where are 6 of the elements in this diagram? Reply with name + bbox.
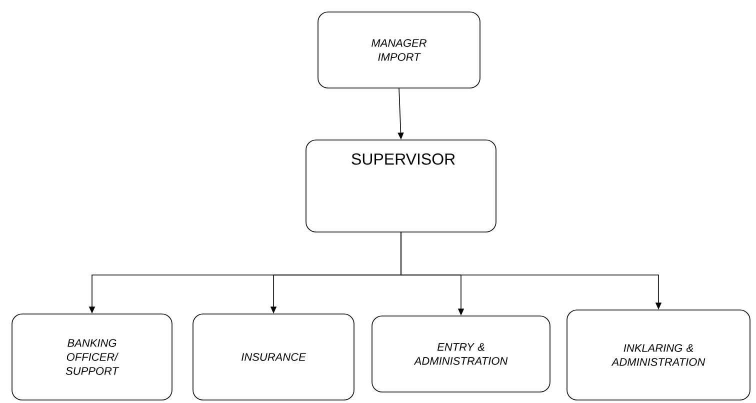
org-box: BANKING OFFICER/ SUPPORT	[12, 314, 172, 400]
org-box: MANAGER IMPORT	[318, 12, 480, 88]
org-box: INSURANCE	[192, 314, 354, 400]
org-box: INKLARING & ADMINISTRATION	[566, 310, 750, 400]
org-box: SUPERVISOR	[306, 140, 496, 232]
org-box: ENTRY & ADMINISTRATION	[372, 316, 550, 392]
